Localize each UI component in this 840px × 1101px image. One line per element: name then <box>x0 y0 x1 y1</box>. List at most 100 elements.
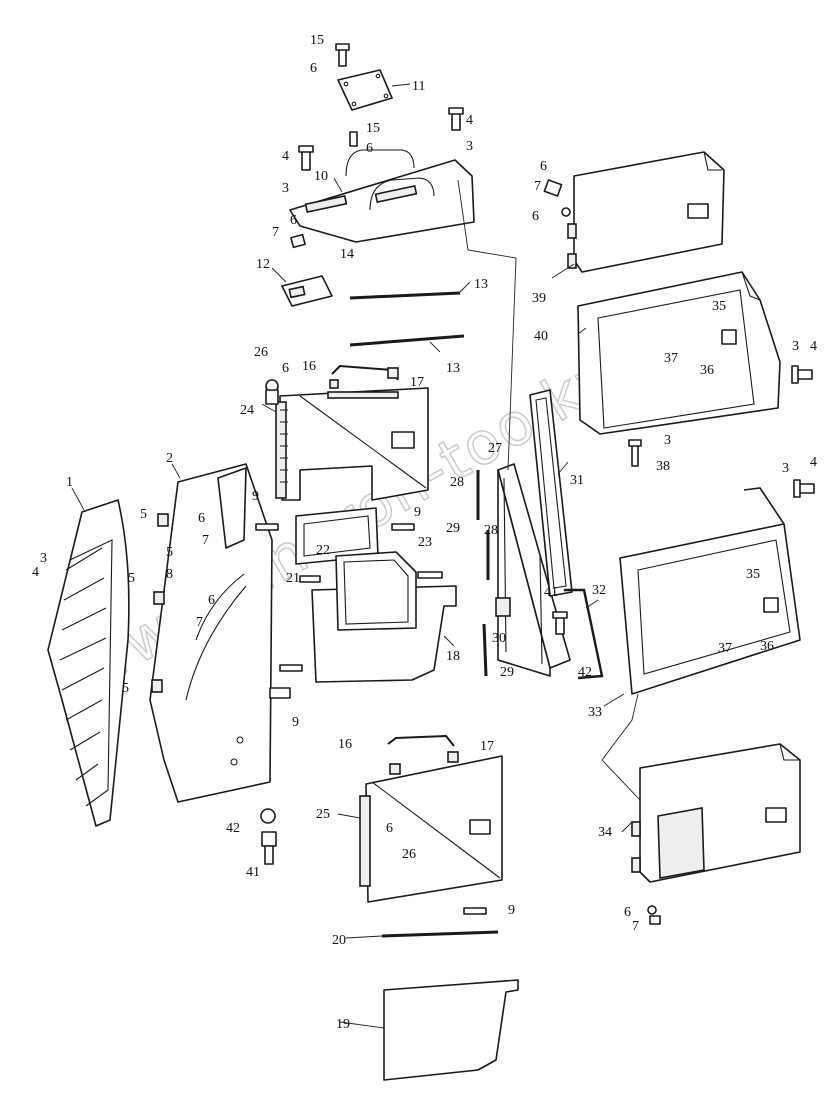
callout-40: 40 <box>534 329 548 344</box>
callout-30: 30 <box>492 631 506 646</box>
part-9-strip-b <box>391 523 415 531</box>
callout-15: 15 <box>310 33 324 48</box>
callout-14: 14 <box>340 247 354 262</box>
leader-lines <box>71 83 633 1029</box>
connection-line-lower <box>601 693 641 801</box>
part-1-front-grille <box>47 499 130 827</box>
callout-4: 4 <box>466 113 473 128</box>
callout-28: 28 <box>450 475 464 490</box>
callout-3: 3 <box>40 551 47 566</box>
callout-29: 29 <box>500 665 514 680</box>
callout-31: 31 <box>570 473 584 488</box>
part-18-lower-inner-panel <box>311 551 457 683</box>
bolt-26-upper <box>265 379 279 405</box>
bolt-41-right <box>552 611 568 635</box>
part-21-strip <box>299 575 321 583</box>
part-30-latch <box>495 597 511 617</box>
callout-35: 35 <box>712 299 726 314</box>
callout-17: 17 <box>410 375 424 390</box>
callout-15: 15 <box>366 121 380 136</box>
bolt-4-top <box>448 107 464 131</box>
callout-6: 6 <box>290 213 297 228</box>
part-12-switch-box <box>281 275 333 307</box>
callout-35: 35 <box>746 567 760 582</box>
callout-5: 5 <box>140 507 147 522</box>
callout-13: 13 <box>446 361 460 376</box>
bolt-38 <box>628 439 642 467</box>
bolt-7-left <box>290 233 306 249</box>
callout-42: 42 <box>578 665 592 680</box>
callout-5: 5 <box>122 681 129 696</box>
callout-26: 26 <box>402 847 416 862</box>
bolt-4-panel-33 <box>793 479 815 498</box>
callout-3: 3 <box>792 339 799 354</box>
callout-17: 17 <box>480 739 494 754</box>
part-9-strip-c <box>279 664 303 672</box>
callout-24: 24 <box>240 403 254 418</box>
callout-4: 4 <box>810 455 817 470</box>
callout-28: 28 <box>484 523 498 538</box>
bolt-15-top <box>335 43 350 67</box>
callout-22: 22 <box>316 543 330 558</box>
callout-38: 38 <box>656 459 670 474</box>
part-39-top-box <box>567 151 725 273</box>
callout-36: 36 <box>700 363 714 378</box>
callout-6: 6 <box>310 61 317 76</box>
callout-16: 16 <box>302 359 316 374</box>
callout-10: 10 <box>314 169 328 184</box>
part-9-strip-a <box>255 523 279 531</box>
part-20-rod <box>381 930 499 938</box>
callout-7: 7 <box>202 533 209 548</box>
part-13-rod-upper <box>349 291 461 300</box>
callout-20: 20 <box>332 933 346 948</box>
callout-13: 13 <box>474 277 488 292</box>
callout-6: 6 <box>386 821 393 836</box>
callout-5: 5 <box>128 571 135 586</box>
callout-9: 9 <box>414 505 421 520</box>
callout-39: 39 <box>532 291 546 306</box>
part-28-pin <box>476 470 490 580</box>
bolt-7-box-34 <box>647 905 661 925</box>
callout-2: 2 <box>166 451 173 466</box>
callout-29: 29 <box>446 521 460 536</box>
callout-7: 7 <box>196 615 203 630</box>
callout-9: 9 <box>508 903 515 918</box>
callout-3: 3 <box>664 433 671 448</box>
part-16-rod-lower <box>387 734 455 747</box>
callout-6: 6 <box>208 593 215 608</box>
callout-6: 6 <box>540 159 547 174</box>
callout-25: 25 <box>316 807 330 822</box>
part-23-strip <box>417 571 443 579</box>
callout-27: 27 <box>488 441 502 456</box>
callout-23: 23 <box>418 535 432 550</box>
bolt-15-mid <box>349 131 358 147</box>
callout-1: 1 <box>66 475 73 490</box>
part-17-clip-upper <box>329 367 399 389</box>
part-2-left-side-panel <box>149 463 291 803</box>
callout-36: 36 <box>760 639 774 654</box>
callout-3: 3 <box>782 461 789 476</box>
part-33-lower-panel <box>619 487 801 695</box>
callout-labels: 1 2 3 3 3 3 3 3 4 4 4 4 4 5 5 5 5 6 6 6 … <box>32 33 817 1032</box>
part-29-pin <box>482 623 488 677</box>
callout-33: 33 <box>588 705 602 720</box>
callout-34: 34 <box>598 825 612 840</box>
part-34-perforated-box <box>631 743 801 883</box>
callout-9: 9 <box>252 489 259 504</box>
part-24-upper-inner-panel <box>275 387 429 501</box>
callout-18: 18 <box>446 649 460 664</box>
part-13-rod-lower <box>349 334 465 347</box>
callout-7: 7 <box>272 225 279 240</box>
callout-5: 5 <box>166 545 173 560</box>
callout-7: 7 <box>632 919 639 934</box>
bolt-41-lower <box>260 808 277 865</box>
callout-16: 16 <box>338 737 352 752</box>
callout-3: 3 <box>282 181 289 196</box>
callout-9: 9 <box>292 715 299 730</box>
part-27-vertical-post <box>497 463 571 677</box>
part-11-cover-plate <box>337 69 393 111</box>
callout-4: 4 <box>32 565 39 580</box>
callout-41: 41 <box>544 585 558 600</box>
bolt-4-frame-40 <box>791 365 813 384</box>
